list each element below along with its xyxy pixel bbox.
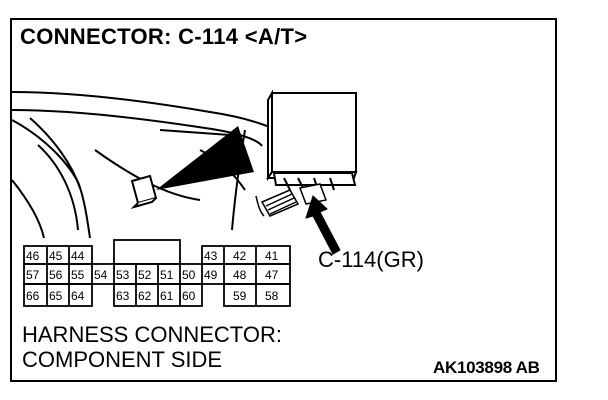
pin-60: 60: [182, 289, 196, 303]
pin-64: 64: [71, 289, 85, 303]
connector-pin-grid: [23, 239, 291, 307]
caption-component-side: COMPONENT SIDE: [22, 347, 223, 372]
pin-50: 50: [182, 268, 196, 282]
diagram-frame: [10, 18, 557, 382]
pin-54: 54: [94, 268, 108, 282]
pin-48: 48: [233, 268, 247, 282]
pin-53: 53: [116, 268, 130, 282]
pin-65: 65: [49, 289, 63, 303]
control-module-drawing: [266, 89, 358, 191]
pin-57: 57: [26, 268, 40, 282]
pin-63: 63: [116, 289, 130, 303]
pin-49: 49: [204, 268, 218, 282]
harness-plug-drawing: [255, 183, 328, 217]
caption-harness-connector: HARNESS CONNECTOR:: [22, 322, 282, 347]
pin-45: 45: [49, 249, 63, 263]
pin-66: 66: [26, 289, 40, 303]
pointer-wedge: [156, 126, 254, 190]
dash-connector-sketch: [130, 174, 158, 209]
callout-arrow: [305, 195, 341, 255]
pin-43: 43: [204, 249, 218, 263]
figure-code: AK103898 AB: [433, 358, 540, 377]
pin-47: 47: [265, 268, 279, 282]
pin-51: 51: [160, 268, 174, 282]
pin-59: 59: [233, 289, 247, 303]
pin-46: 46: [26, 249, 40, 263]
connector-callout-label: C-114(GR): [318, 247, 424, 272]
pin-41: 41: [265, 249, 279, 263]
diagram-title: CONNECTOR: C-114 <A/T>: [20, 24, 308, 49]
pin-52: 52: [138, 268, 152, 282]
pin-labels: 46 45 44 43 42 41 57 56 55 54 53 52 51 5…: [26, 249, 279, 303]
pin-62: 62: [138, 289, 152, 303]
pin-58: 58: [265, 289, 279, 303]
pin-55: 55: [71, 268, 85, 282]
pin-42: 42: [233, 249, 247, 263]
pin-61: 61: [160, 289, 174, 303]
pin-56: 56: [49, 268, 63, 282]
pin-44: 44: [71, 249, 85, 263]
